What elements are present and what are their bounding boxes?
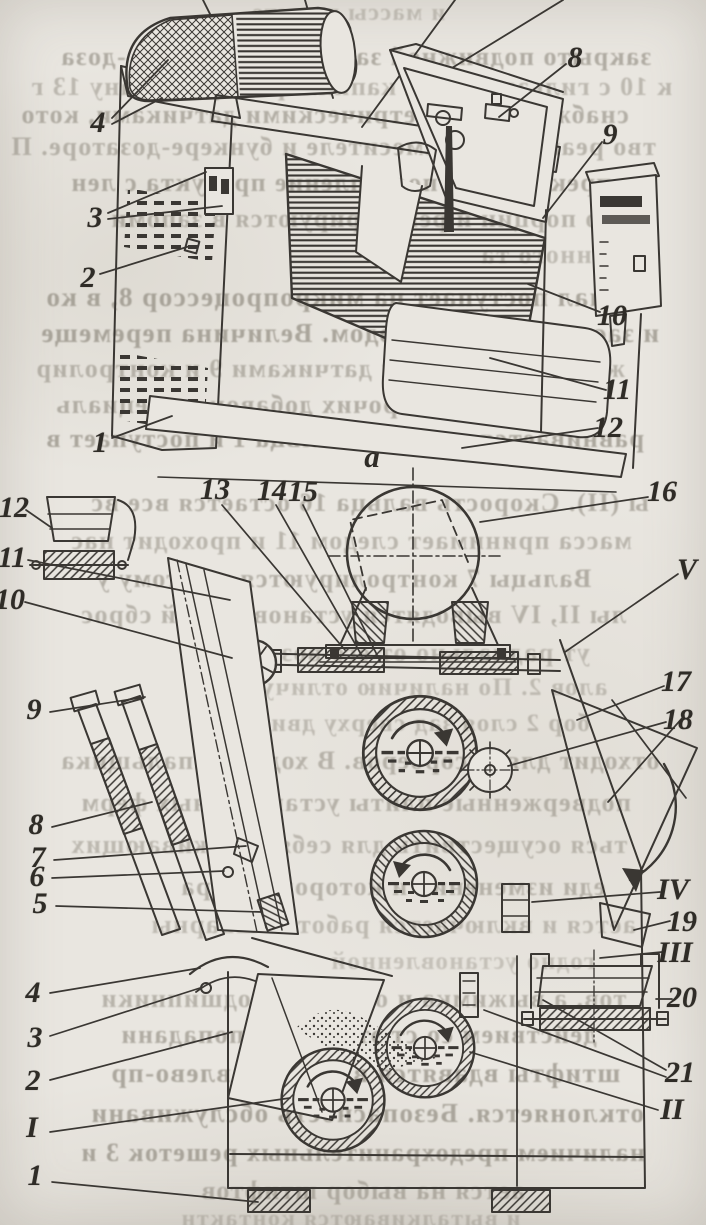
callout-bottom-12: 12 [0,491,29,524]
callout-bottom-9: 9 [26,693,42,726]
callout-bottom-13: 13 [200,473,230,506]
callout-top-11: 11 [602,373,632,406]
drum-end-cap [319,10,357,94]
callout-bottom-5: 5 [32,887,48,920]
callout-bottom-19: 19 [667,905,697,938]
discharge-funnel [551,689,698,931]
callout-bottom-18: 18 [663,703,693,736]
sieve-box-left [46,496,116,542]
callout-bottom-7: 7 [30,841,46,874]
callout-top-4: 4 [90,106,106,139]
pipe-fitting [484,103,511,122]
machine-foot [491,1189,551,1213]
callout-top-12: 12 [593,411,623,444]
callout-top-9: 9 [602,118,618,151]
callout-top-3: 3 [87,201,103,234]
callout-bottom-20: 20 [667,981,697,1014]
callout-bottom-V: V [676,553,698,586]
callout-bottom-10: 10 [0,583,25,616]
callout-top-10: 10 [597,299,627,332]
callout-top-1: 1 [92,426,108,459]
figure-caption: а [364,439,380,474]
callout-bottom-II: II [660,1093,684,1126]
callout-top-8: 8 [567,41,583,74]
callout-bottom-14: 14 [257,474,287,507]
callout-bottom-8: 8 [28,808,44,841]
callout-bottom-I: I [26,1111,38,1144]
callout-bottom-6: 6 [29,860,45,893]
bottom-figure-drawing [24,467,698,1213]
control-console [585,162,660,186]
lower-cylinder [381,302,612,439]
callout-bottom-III: III [657,936,693,969]
callout-bottom-17: 17 [661,665,691,698]
leader-lines [469,496,679,1111]
callout-bottom-11: 11 [0,541,27,574]
callout-bottom-16: 16 [647,475,677,508]
leader-lines [24,509,291,1203]
callout-bottom-IV: IV [657,873,689,906]
callout-top-2: 2 [80,261,96,294]
feed-table [167,557,299,935]
callout-bottom-3: 3 [27,1021,43,1054]
feed-chute [227,973,385,1121]
callout-bottom-21: 21 [665,1056,695,1089]
callout-bottom-4: 4 [25,976,41,1009]
leader-lines [99,59,607,449]
top-figure-drawing [99,0,662,493]
granular-material [296,1009,436,1072]
leader-lines [221,504,381,662]
louver-grid [124,188,216,262]
callout-bottom-2: 2 [25,1064,41,1097]
callout-bottom-1: 1 [27,1159,43,1192]
callout-bottom-15: 15 [288,475,318,508]
knob [183,237,201,255]
